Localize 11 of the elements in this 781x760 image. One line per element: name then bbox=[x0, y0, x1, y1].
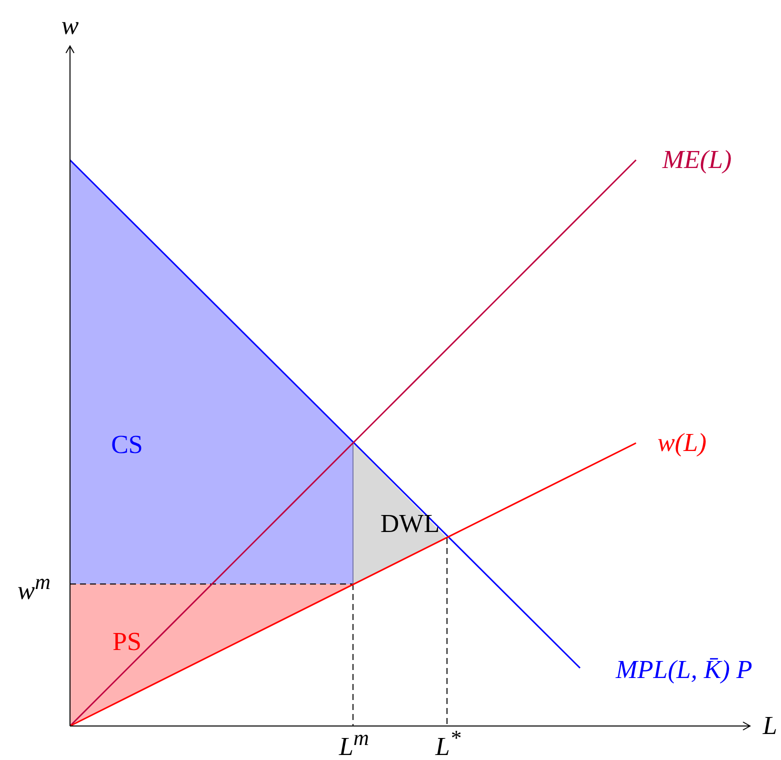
area-label: PS bbox=[112, 629, 142, 655]
axis-label: L bbox=[762, 713, 778, 739]
tick-label: L$^{*}$ bbox=[435, 728, 461, 760]
area-label: CS bbox=[111, 432, 143, 458]
tick-label: L$^{m}$ bbox=[338, 728, 370, 760]
curve-label: MPL(L, K̄) P bbox=[616, 657, 752, 683]
tick-label: w$^{m}$ bbox=[18, 572, 50, 604]
curve-label: ME(L) bbox=[662, 147, 732, 173]
area-label: DWL bbox=[380, 511, 440, 537]
axis-label: w bbox=[61, 13, 79, 39]
curve-label: w(L) bbox=[657, 430, 707, 456]
